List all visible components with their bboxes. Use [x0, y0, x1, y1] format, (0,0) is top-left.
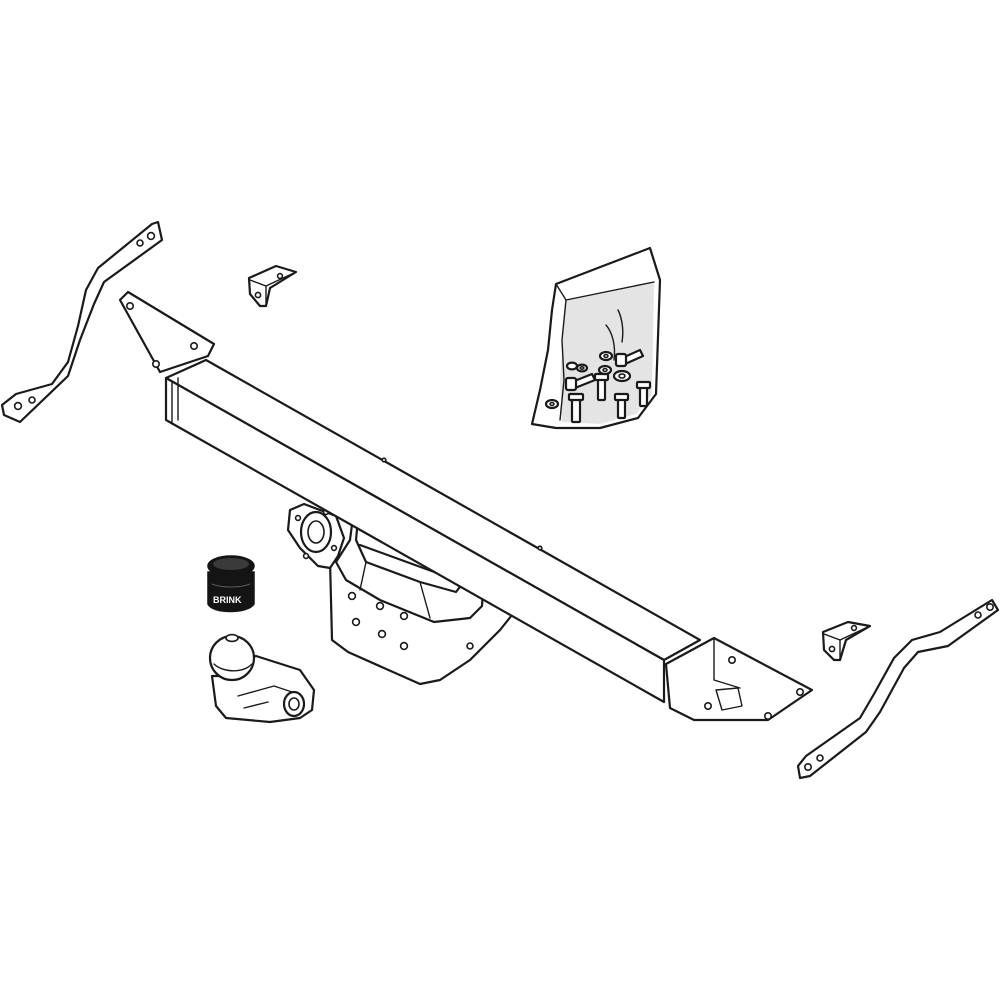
washer [598, 350, 614, 362]
left-mounting-arm [0, 220, 164, 424]
washer [565, 361, 579, 371]
right-mounting-arm [796, 598, 1000, 780]
bolt [567, 392, 585, 424]
bolt [564, 372, 597, 392]
main-crossbar [118, 290, 814, 722]
bolt [613, 392, 630, 420]
nut [544, 398, 560, 410]
nut [612, 369, 632, 383]
cap-brand-label: BRINK [213, 595, 242, 605]
bolt [593, 372, 610, 402]
bolt [614, 348, 645, 368]
socket-plate [286, 502, 346, 570]
left-small-bracket [247, 264, 298, 308]
tow-ball [208, 633, 316, 724]
ball-cover-cap: BRINK [207, 555, 255, 613]
washer [575, 363, 589, 373]
hardware-bag [530, 246, 662, 430]
bolt [635, 380, 652, 408]
washer [597, 364, 613, 376]
right-small-bracket [821, 620, 872, 662]
